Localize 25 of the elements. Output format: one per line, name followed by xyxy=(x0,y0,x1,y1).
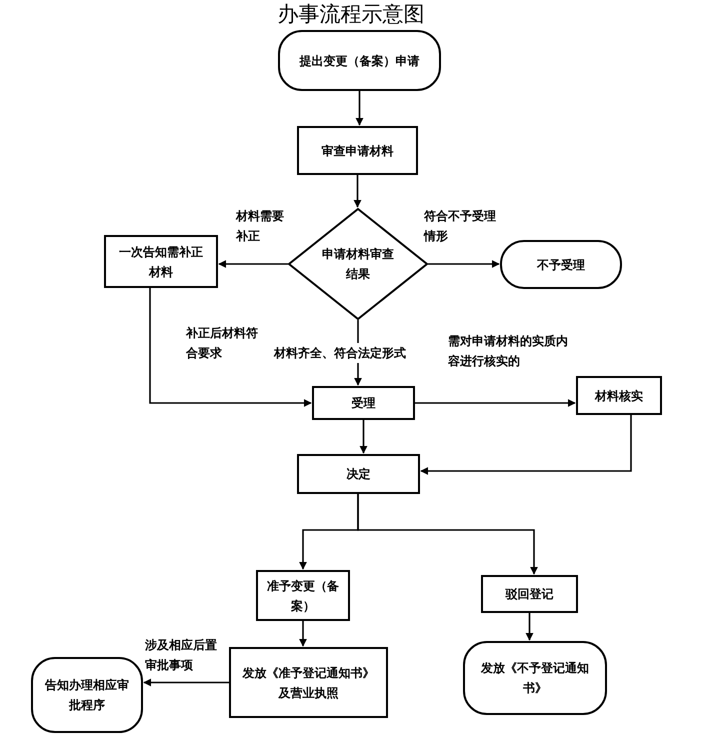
process-box: 受理 xyxy=(312,386,415,420)
process-box: 一次告知需补正材料 xyxy=(104,235,218,288)
arrow xyxy=(356,91,364,126)
arrow xyxy=(420,415,632,475)
start-terminal: 提出变更（备案）申请 xyxy=(278,30,441,91)
process-box: 发放《准予登记通知书》及营业执照 xyxy=(229,647,388,718)
arrow xyxy=(354,175,362,208)
arrow xyxy=(149,288,312,407)
process-box: 决定 xyxy=(297,454,420,494)
arrow xyxy=(143,678,229,686)
process-box: 驳回登记 xyxy=(481,575,578,613)
end-terminal: 发放《不予登记通知书》 xyxy=(463,641,607,715)
arrow xyxy=(428,260,500,268)
process-box: 准予变更（备案） xyxy=(256,570,350,621)
arrow xyxy=(299,621,307,647)
end-terminal: 不予受理 xyxy=(500,240,622,289)
process-box: 审查申请材料 xyxy=(297,126,418,175)
diagram-title: 办事流程示意图 xyxy=(276,1,426,28)
arrow xyxy=(526,613,534,641)
arrow xyxy=(415,399,576,407)
arrow xyxy=(218,260,288,268)
end-terminal: 告知办理相应审批程序 xyxy=(31,657,143,733)
process-box: 材料核实 xyxy=(576,376,662,415)
arrow xyxy=(357,494,538,575)
arrow xyxy=(360,420,368,454)
